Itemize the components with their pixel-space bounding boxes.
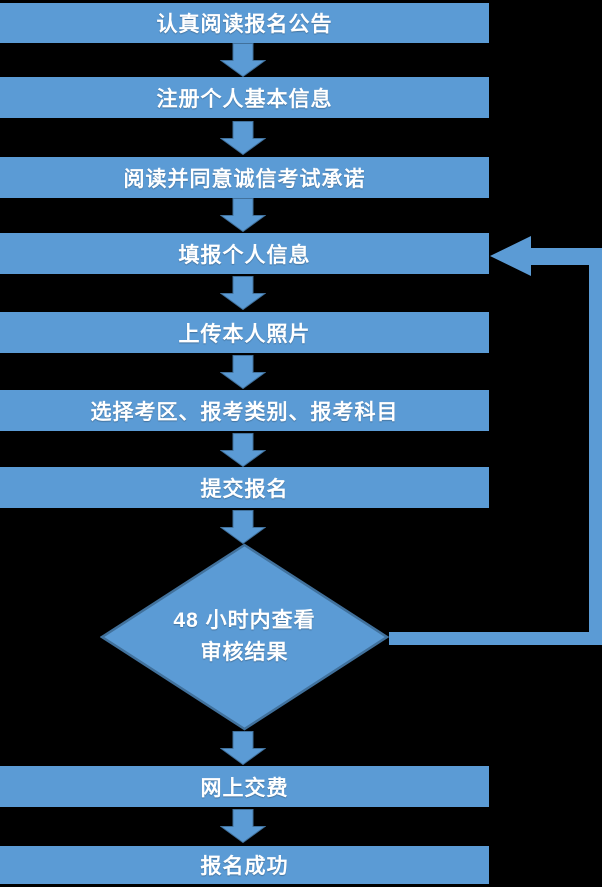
down-arrow-icon-8 — [220, 731, 266, 765]
flow-step-registration-success: 报名成功 — [0, 846, 489, 884]
flow-step-pay-online: 网上交费 — [0, 766, 489, 807]
decision-label-line1: 48 小时内查看 — [173, 609, 316, 632]
feedback-line-horizontal-bottom — [389, 632, 602, 645]
decision-label: 48 小时内查看 审核结果 — [100, 543, 389, 731]
diamond-shape — [100, 543, 389, 731]
down-arrow-icon-4 — [220, 276, 266, 310]
down-arrow-icon-9 — [220, 809, 266, 843]
down-arrow-icon-2 — [220, 121, 266, 155]
down-arrow-icon-5 — [220, 355, 266, 389]
feedback-left-arrow-icon — [490, 236, 602, 276]
down-arrow-icon-3 — [220, 198, 266, 232]
flow-step-upload-photo: 上传本人照片 — [0, 312, 489, 353]
flow-decision-review-result: 48 小时内查看 审核结果 — [100, 543, 389, 731]
flow-step-select-exam-area-category-subject: 选择考区、报考类别、报考科目 — [0, 390, 489, 431]
feedback-line-vertical — [589, 248, 602, 645]
flow-step-read-announcement: 认真阅读报名公告 — [0, 3, 489, 43]
flow-step-submit-registration: 提交报名 — [0, 467, 489, 508]
flow-step-register-basic-info: 注册个人基本信息 — [0, 77, 489, 118]
flow-step-fill-personal-info: 填报个人信息 — [0, 233, 489, 274]
down-arrow-icon-1 — [220, 43, 266, 77]
down-arrow-icon-7 — [220, 510, 266, 544]
down-arrow-icon-6 — [220, 433, 266, 467]
flow-step-agree-integrity-commitment: 阅读并同意诚信考试承诺 — [0, 157, 489, 198]
decision-label-line2: 审核结果 — [200, 641, 289, 664]
